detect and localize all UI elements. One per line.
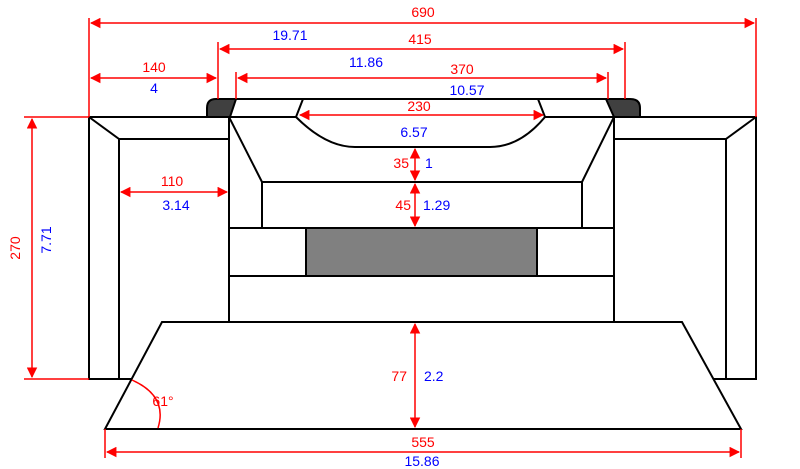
label-overall-width-in: 19.71	[272, 27, 307, 43]
left-rounded-corner	[206, 98, 238, 118]
label-hearth-depth-in: 2.2	[424, 368, 444, 384]
label-top-opening-mm: 415	[408, 31, 432, 47]
dimension-lines	[24, 17, 757, 458]
label-side-ledge-in: 4	[150, 80, 158, 96]
label-arch-in: 6.57	[400, 124, 427, 140]
right-rounded-corner	[604, 98, 641, 118]
label-arch-gap-mm: 35	[393, 155, 409, 171]
label-height-mm: 270	[7, 236, 23, 260]
angle-arc	[131, 379, 161, 429]
hearth	[103, 321, 743, 430]
label-lintel-mm: 45	[395, 197, 411, 213]
label-height-in: 7.71	[38, 226, 54, 253]
label-hearth-depth-mm: 77	[391, 368, 407, 384]
label-inner-opening-in: 10.57	[449, 82, 484, 98]
lintel	[261, 181, 583, 229]
label-arch-mm: 230	[407, 98, 431, 114]
label-inner-ledge-in: 3.14	[162, 197, 189, 213]
label-top-opening-in: 11.86	[349, 54, 383, 70]
fireplace-outline	[88, 98, 757, 430]
label-arch-gap-in: 1	[425, 155, 433, 171]
label-hearth-width-mm: 555	[411, 434, 435, 450]
label-inner-opening-mm: 370	[450, 61, 474, 77]
base-block	[228, 275, 615, 323]
dimension-labels: 690 19.71 415 11.86 140 4 370 10.57 230 …	[7, 4, 485, 469]
label-overall-width-mm: 690	[411, 4, 435, 20]
label-hearth-angle: 61°	[152, 393, 173, 409]
label-inner-ledge-mm: 110	[161, 173, 184, 189]
label-hearth-width-in: 15.86	[404, 453, 439, 469]
label-lintel-in: 1.29	[423, 197, 450, 213]
firebox-panel	[305, 227, 538, 277]
label-side-ledge-mm: 140	[142, 59, 166, 75]
